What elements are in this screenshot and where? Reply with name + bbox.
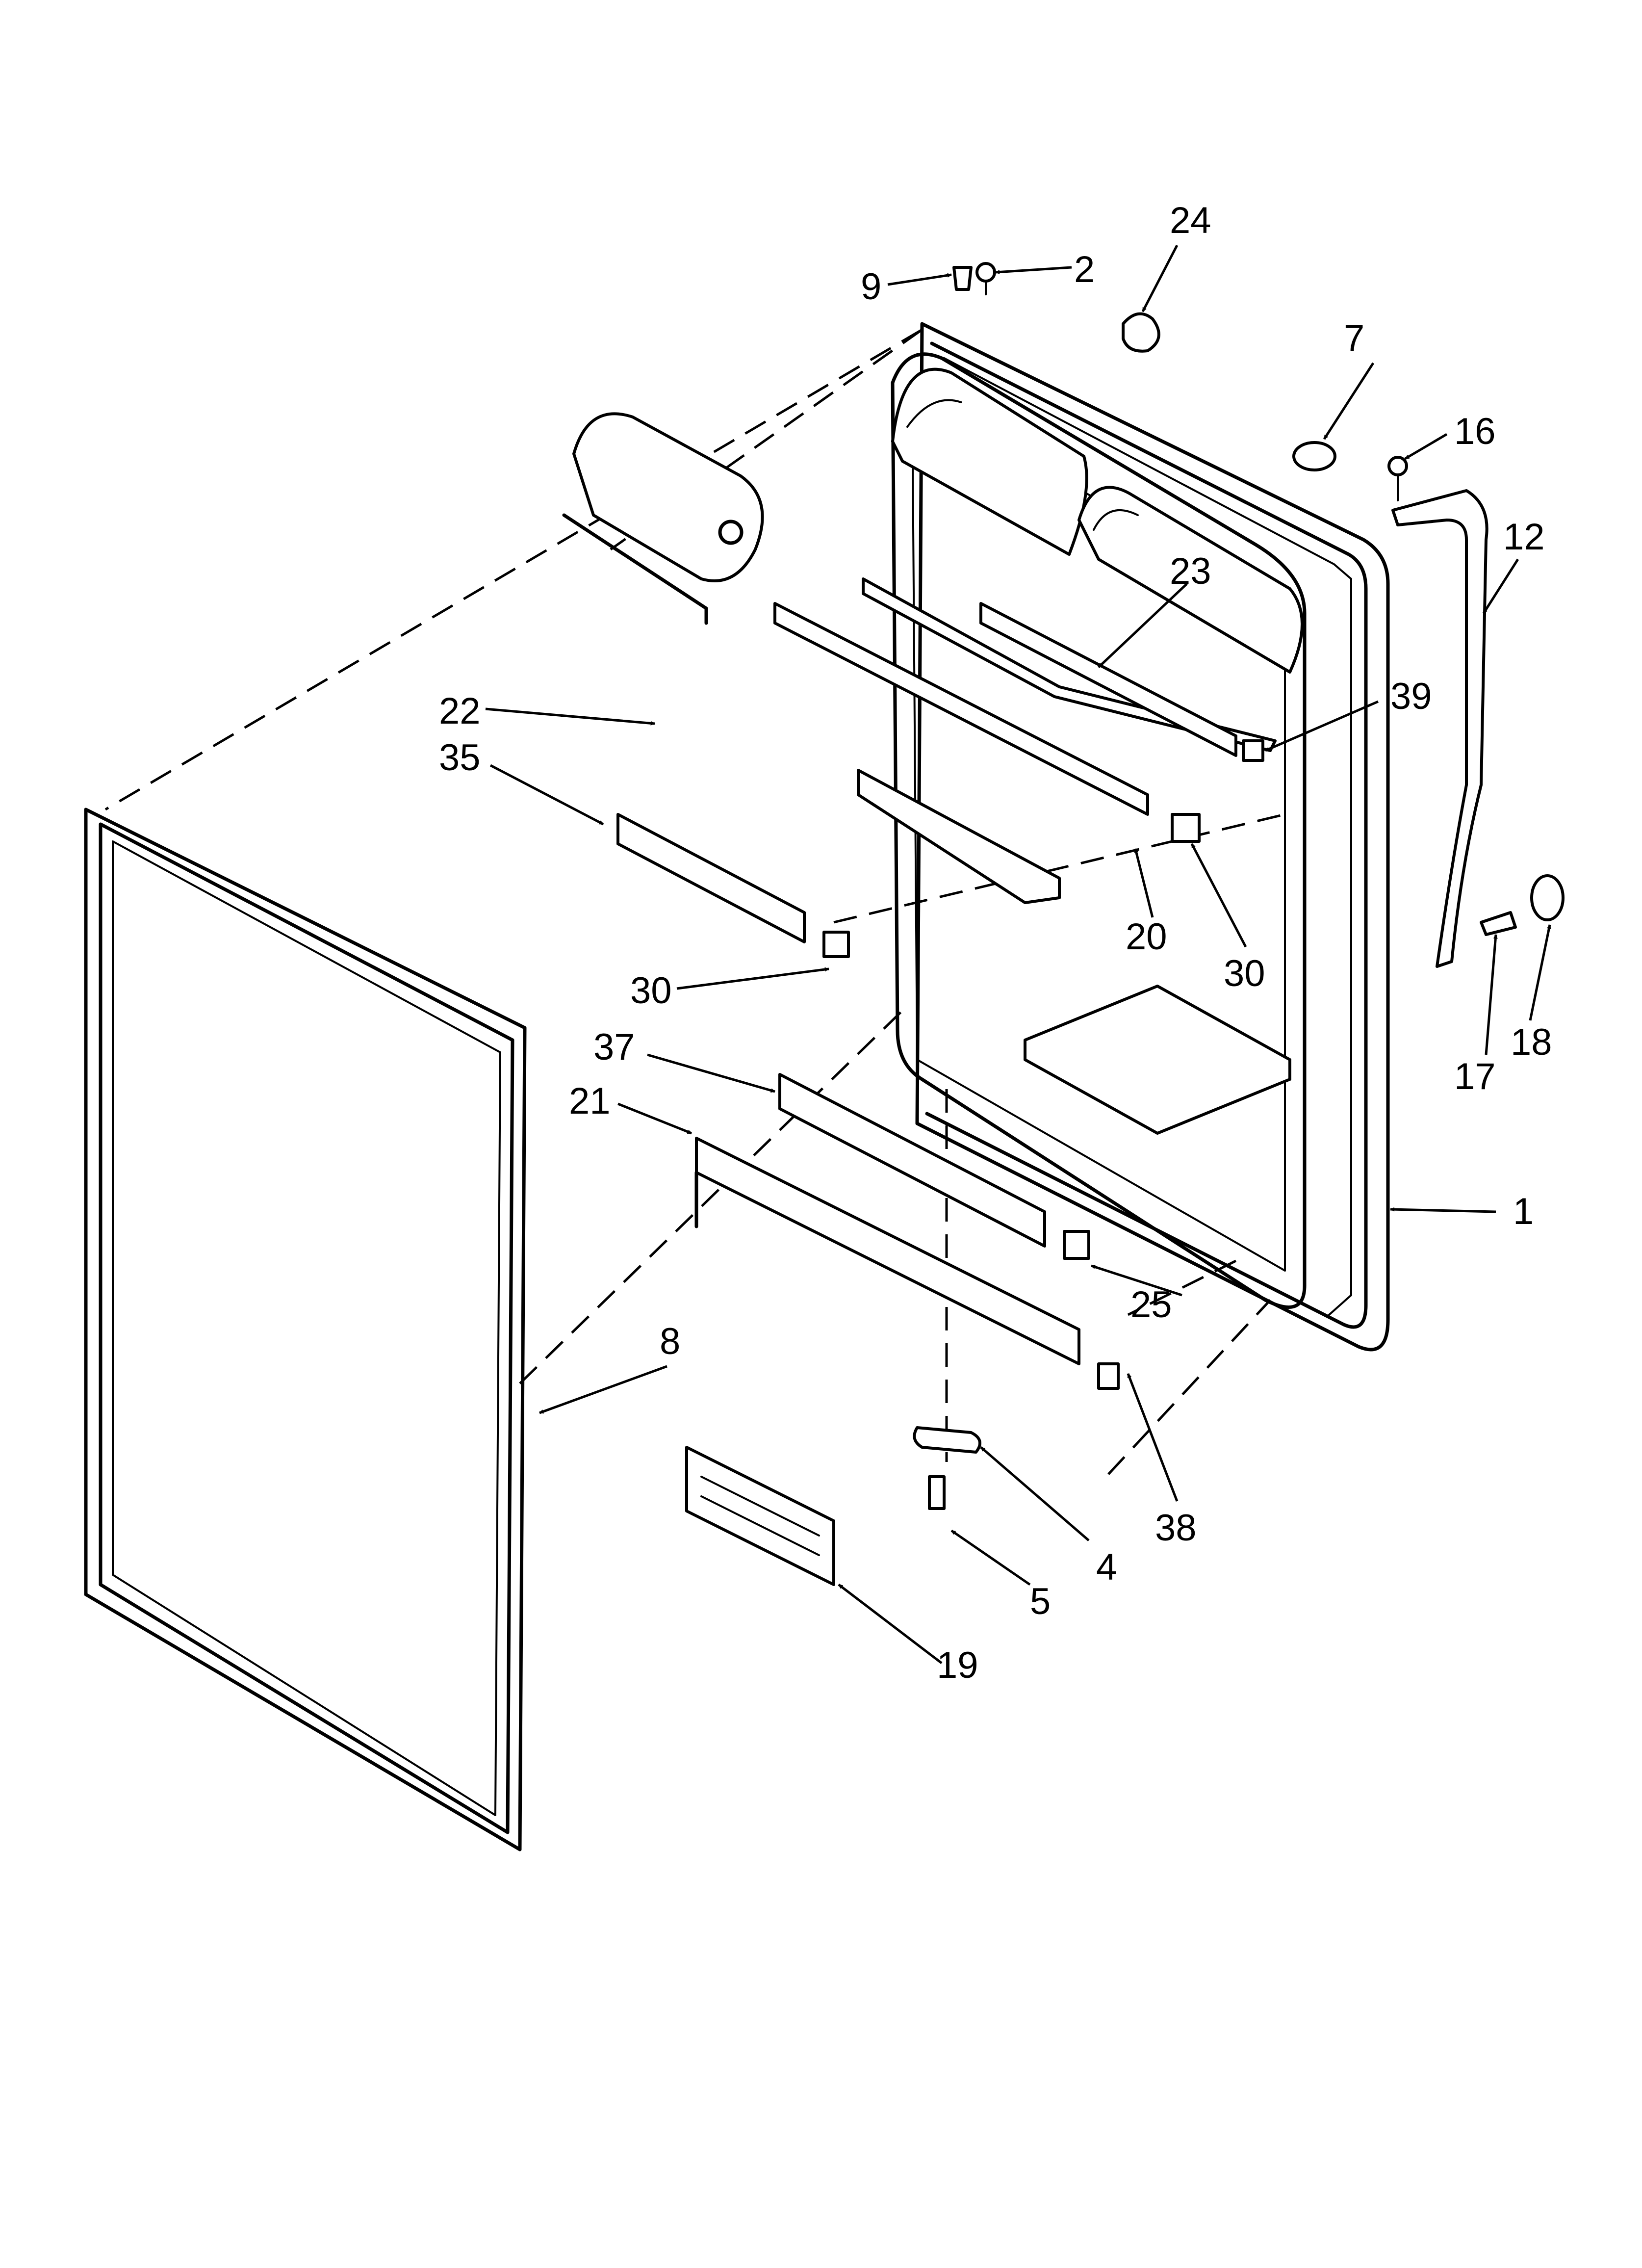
callout-24: 24 xyxy=(1170,200,1211,241)
callout-17: 17 xyxy=(1454,1056,1496,1097)
callout-labels: 1 2 4 5 7 8 9 12 16 17 18 19 20 21 22 23… xyxy=(439,200,1552,1686)
callout-21: 21 xyxy=(569,1080,611,1122)
callout-8: 8 xyxy=(660,1321,680,1362)
callout-1: 1 xyxy=(1513,1191,1534,1232)
callout-12: 12 xyxy=(1503,516,1545,558)
shelf-trims xyxy=(616,602,1237,1365)
callout-19: 19 xyxy=(937,1644,978,1686)
callout-25: 25 xyxy=(1130,1284,1172,1326)
callout-22: 22 xyxy=(439,690,481,732)
callout-16: 16 xyxy=(1454,411,1496,452)
callout-7: 7 xyxy=(1344,317,1364,359)
trim-clips xyxy=(822,739,1264,1390)
callout-2: 2 xyxy=(1074,249,1095,290)
door-top-bins xyxy=(891,367,1304,674)
callout-23: 23 xyxy=(1170,550,1211,592)
callout-30-right: 30 xyxy=(1224,953,1265,994)
callout-18: 18 xyxy=(1511,1021,1552,1063)
leader-lines xyxy=(485,244,1551,1664)
callout-37: 37 xyxy=(593,1026,635,1068)
dairy-compartment xyxy=(562,412,764,625)
callout-30-left: 30 xyxy=(630,970,672,1012)
door-handle xyxy=(1391,489,1488,968)
callout-20: 20 xyxy=(1126,916,1167,958)
hardware xyxy=(685,262,1565,1586)
callout-39: 39 xyxy=(1390,676,1432,717)
callout-5: 5 xyxy=(1030,1581,1051,1622)
callout-9: 9 xyxy=(861,266,881,308)
callout-4: 4 xyxy=(1096,1546,1117,1588)
door-gasket xyxy=(84,808,527,1851)
callout-35: 35 xyxy=(439,737,481,779)
callout-38: 38 xyxy=(1155,1507,1197,1549)
door-outer-panel xyxy=(915,322,1390,1352)
